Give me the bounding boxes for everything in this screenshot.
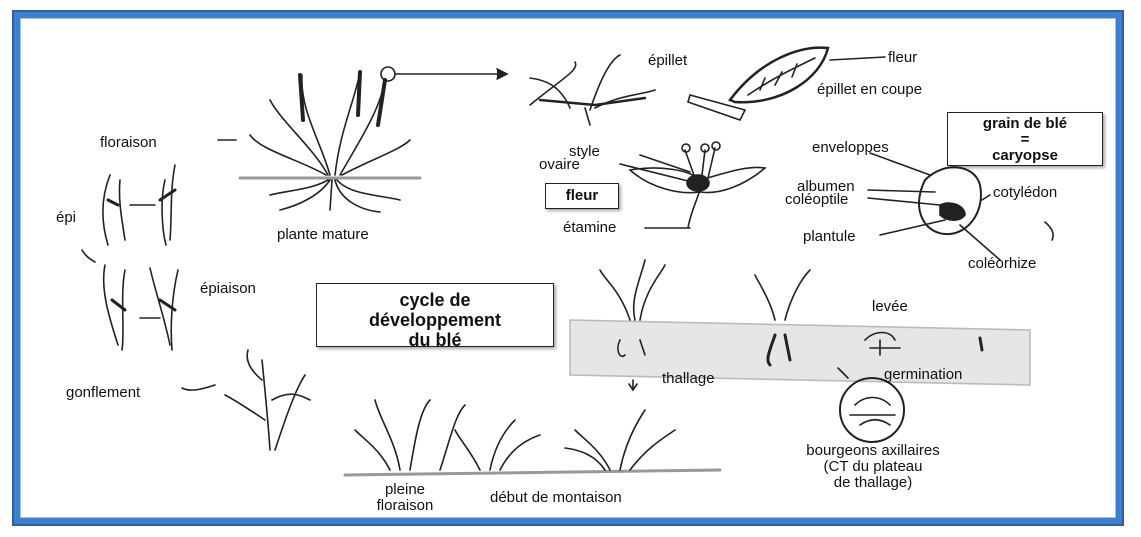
- bourgeons-line-3: de thallage): [768, 475, 978, 491]
- title-line-1: cycle de: [317, 290, 553, 310]
- spikelet-drawing: [530, 55, 655, 125]
- label-coleorhize: coléorhize: [968, 256, 1036, 272]
- bottom-plants-drawing: [345, 400, 720, 475]
- label-epiaison: épiaison: [200, 281, 256, 297]
- pleine-line-2: floraison: [355, 498, 455, 514]
- label-plante-mature: plante mature: [277, 227, 369, 243]
- label-fleur: fleur: [888, 50, 917, 66]
- label-cotyledon: cotylédon: [993, 185, 1057, 201]
- label-floraison: floraison: [100, 135, 157, 151]
- pleine-line-1: pleine: [355, 482, 455, 498]
- label-epi: épi: [56, 210, 76, 226]
- label-etamine: étamine: [563, 220, 616, 236]
- label-bourgeons-axillaires: bourgeons axillaires (CT du plateau de t…: [768, 443, 978, 490]
- grain-box: grain de blé = caryopse: [947, 112, 1103, 166]
- bourgeons-line-1: bourgeons axillaires: [768, 443, 978, 459]
- grain-drawing: [868, 153, 1053, 260]
- label-epillet-en-coupe: épillet en coupe: [817, 82, 922, 98]
- label-ovaire: ovaire: [539, 157, 580, 173]
- flower-drawing: [620, 142, 765, 228]
- label-germination: germination: [884, 367, 962, 383]
- label-coleoptile: coléoptile: [785, 192, 848, 208]
- label-gonflement: gonflement: [66, 385, 140, 401]
- title-line-2: développement: [317, 310, 553, 330]
- flowering-spikes-drawing: [103, 140, 236, 245]
- grain-line-3: caryopse: [948, 148, 1102, 164]
- bourgeons-line-2: (CT du plateau: [768, 459, 978, 475]
- label-plantule: plantule: [803, 229, 856, 245]
- grain-line-2: =: [948, 132, 1102, 148]
- label-debut-montaison: début de montaison: [490, 490, 622, 506]
- label-thallage: thallage: [662, 371, 715, 387]
- heading-spikes-drawing: [82, 250, 178, 350]
- label-epillet: épillet: [648, 53, 687, 69]
- mature-plant-drawing: [240, 67, 420, 212]
- swelling-plant-drawing: [182, 350, 310, 450]
- label-enveloppes: enveloppes: [812, 140, 889, 156]
- fleur-box: fleur: [545, 183, 619, 209]
- label-levee: levée: [872, 299, 908, 315]
- title-box: cycle de développement du blé: [316, 283, 554, 347]
- grain-line-1: grain de blé: [948, 116, 1102, 132]
- label-pleine-floraison: pleine floraison: [355, 482, 455, 514]
- title-line-3: du blé: [317, 330, 553, 350]
